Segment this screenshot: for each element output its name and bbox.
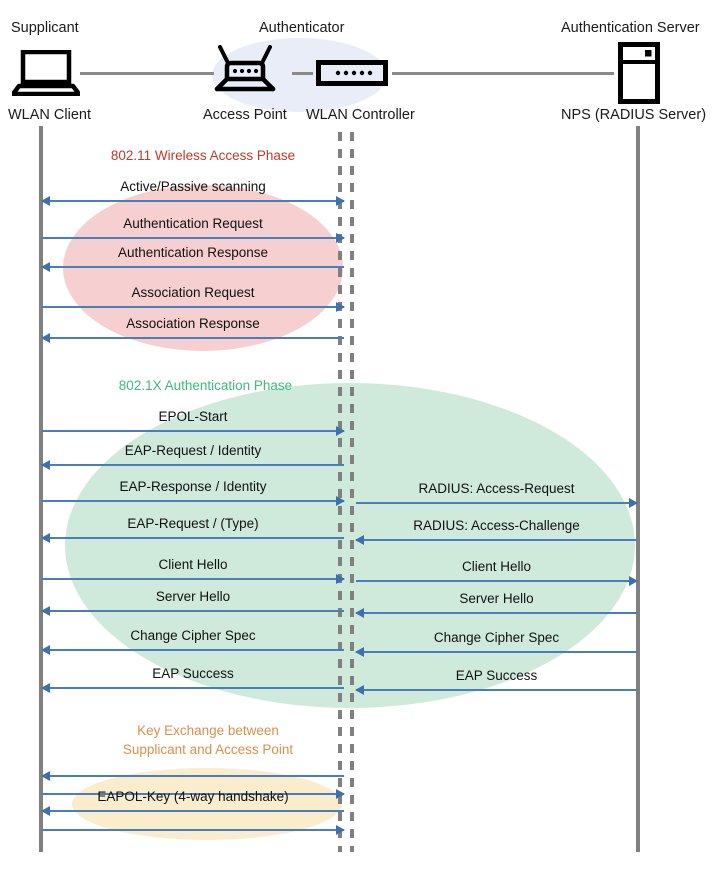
lifeline-supplicant xyxy=(39,126,43,852)
arrow-head-left xyxy=(41,606,50,616)
message-label: EAP-Response / Identity xyxy=(119,479,267,494)
arrow-head-left xyxy=(41,262,50,272)
arrow-head-left xyxy=(41,683,50,693)
laptop-icon xyxy=(10,49,82,101)
phase-title-key-exchange: Key Exchange between Supplicant and Acce… xyxy=(122,723,294,757)
message-label: EPOL-Start xyxy=(158,409,228,424)
arrow-head-right xyxy=(336,196,345,206)
lifeline-access-point xyxy=(338,132,342,852)
lifeline-wlan-controller xyxy=(350,132,354,852)
message-arrow-line xyxy=(42,687,344,689)
message-arrow-line xyxy=(42,578,344,580)
message-label: Association Request xyxy=(131,285,255,300)
role-label-authentication-server: Authentication Server xyxy=(561,20,700,36)
arrow-head-left xyxy=(41,771,50,781)
authenticator-region xyxy=(212,38,387,112)
message-arrow-line xyxy=(42,266,344,268)
message-arrow-line xyxy=(42,775,344,777)
message-arrow-line xyxy=(42,829,344,831)
message-arrow-line xyxy=(42,306,344,308)
message-arrow-line xyxy=(42,237,344,239)
message-arrow-line xyxy=(42,500,344,502)
lifeline-authentication-server xyxy=(636,126,640,852)
phase-title-80211: 802.11 Wireless Access Phase xyxy=(110,148,296,163)
message-label: EAP-Request / (Type) xyxy=(127,516,259,531)
message-label: Association Response xyxy=(126,316,260,331)
node-label-wlan-client: WLAN Client xyxy=(8,107,91,123)
message-label: Authentication Request xyxy=(123,216,263,231)
arrow-head-left xyxy=(41,806,50,816)
link-controller-to-server xyxy=(392,72,614,75)
arrow-head-right xyxy=(336,825,345,835)
phase-80211-ellipse xyxy=(63,185,343,351)
arrow-head-left xyxy=(355,685,364,695)
arrow-head-left xyxy=(41,333,50,343)
phase-title-8021x: 802.1X Authentication Phase xyxy=(118,378,293,393)
message-label: Active/Passive scanning xyxy=(120,179,266,194)
message-arrow-line xyxy=(42,464,344,466)
arrow-head-right xyxy=(336,789,345,799)
message-label: Client Hello xyxy=(158,557,228,572)
message-arrow-line xyxy=(42,649,344,651)
message-label: Client Hello xyxy=(461,559,532,574)
role-label-supplicant: Supplicant xyxy=(11,20,79,36)
message-label: Server Hello xyxy=(459,591,534,606)
message-arrow-line xyxy=(42,610,344,612)
message-arrow-line xyxy=(42,430,344,432)
phase-key-exchange-ellipse xyxy=(72,768,342,840)
message-label: EAP-Request / Identity xyxy=(124,443,262,458)
arrow-head-right xyxy=(629,576,638,586)
message-arrow-line xyxy=(42,810,344,812)
arrow-head-right xyxy=(336,426,345,436)
message-arrow-line xyxy=(42,793,344,795)
arrow-head-left xyxy=(355,647,364,657)
arrow-head-left xyxy=(41,460,50,470)
message-arrow-line xyxy=(356,612,637,614)
node-label-nps-radius-server: NPS (RADIUS Server) xyxy=(561,107,707,123)
arrow-head-left xyxy=(41,196,50,206)
message-label: Change Cipher Spec xyxy=(433,630,560,645)
message-arrow-line xyxy=(356,689,637,691)
link-client-to-ap xyxy=(80,72,214,75)
network-switch-icon xyxy=(316,60,388,91)
message-label: EAP Success xyxy=(455,668,538,683)
message-label: EAP Success xyxy=(152,666,234,681)
arrow-head-right xyxy=(336,574,345,584)
message-arrow-line xyxy=(356,539,637,541)
link-ap-to-controller xyxy=(292,72,313,75)
message-label: EAPOL-Key (4-way handshake) xyxy=(97,789,289,804)
arrow-head-left xyxy=(355,608,364,618)
message-label: RADIUS: Access-Challenge xyxy=(413,518,580,533)
arrow-head-right xyxy=(629,498,638,508)
message-arrow-line xyxy=(356,651,637,653)
message-arrow-line xyxy=(42,337,344,339)
node-label-access-point: Access Point xyxy=(203,107,287,123)
message-label: Authentication Response xyxy=(117,245,269,260)
arrow-head-left xyxy=(41,533,50,543)
message-arrow-line xyxy=(42,537,344,539)
message-arrow-line xyxy=(42,200,344,202)
role-label-authenticator: Authenticator xyxy=(259,20,345,36)
message-label: Server Hello xyxy=(155,589,231,604)
arrow-head-right xyxy=(336,302,345,312)
server-rack-icon xyxy=(618,42,660,109)
message-arrow-line xyxy=(356,580,637,582)
arrow-head-left xyxy=(41,645,50,655)
arrow-head-right xyxy=(336,496,345,506)
node-label-wlan-controller: WLAN Controller xyxy=(306,107,415,123)
arrow-head-right xyxy=(336,233,345,243)
wireless-router-icon xyxy=(214,45,276,100)
arrow-head-left xyxy=(355,535,364,545)
message-label: RADIUS: Access-Request xyxy=(418,481,575,496)
message-arrow-line xyxy=(356,502,637,504)
message-label: Change Cipher Spec xyxy=(130,628,256,643)
